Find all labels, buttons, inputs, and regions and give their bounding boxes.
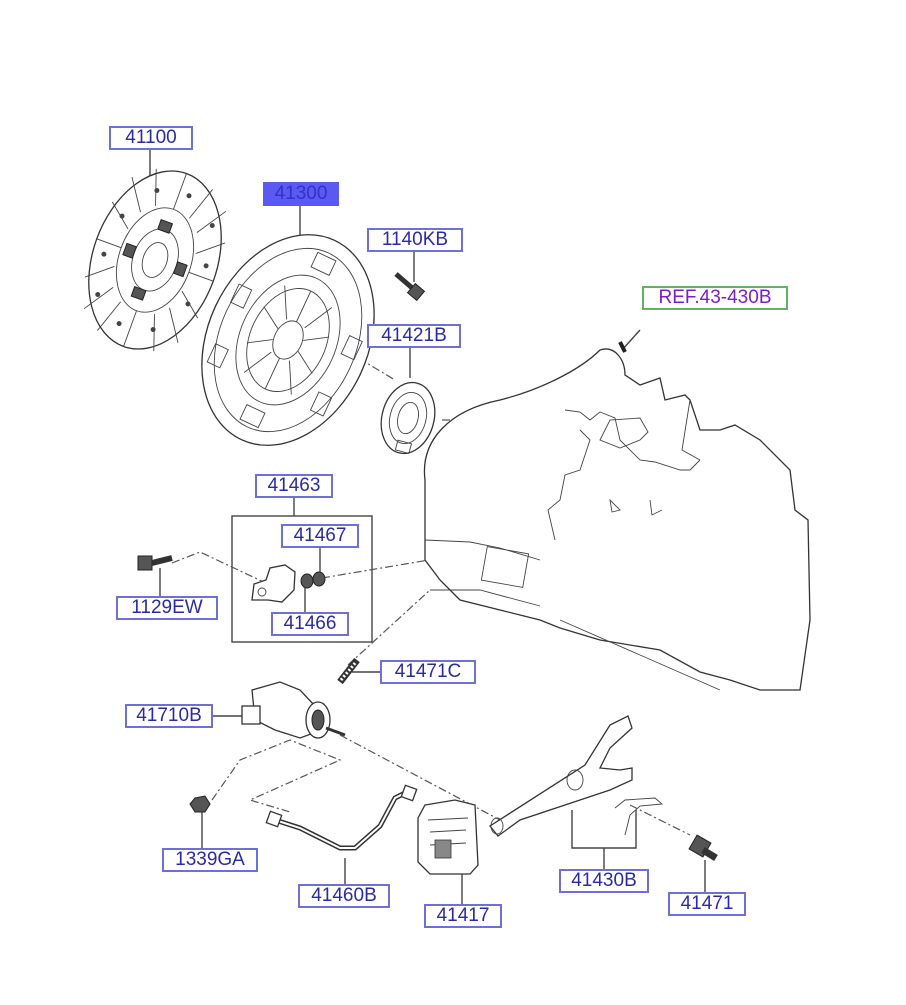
part-label-41421b[interactable]: 41421B [367, 324, 461, 348]
tube-drawing [265, 784, 418, 851]
leader-lines [149, 150, 706, 905]
nut-drawing [189, 795, 211, 813]
bolt-1129ew-drawing [137, 555, 173, 571]
part-label-41460b[interactable]: 41460B [298, 884, 390, 908]
pivot-ball-drawing [688, 834, 718, 861]
part-label-41100[interactable]: 41100 [109, 126, 193, 150]
part-label-41471c[interactable]: 41471C [380, 660, 476, 684]
reference-label[interactable]: REF.43-430B [642, 286, 788, 310]
part-label-41417[interactable]: 41417 [424, 904, 502, 928]
clutch-cover-drawing [201, 234, 375, 446]
part-label-1339ga[interactable]: 1339GA [162, 848, 258, 872]
bleeder-screw-drawing [337, 657, 360, 685]
release-cylinder-drawing [241, 681, 346, 739]
part-label-41710b[interactable]: 41710B [125, 704, 213, 728]
part-label-41430b[interactable]: 41430B [559, 869, 649, 893]
part-label-41467[interactable]: 41467 [281, 524, 359, 548]
clutch-disc-drawing [83, 168, 227, 352]
bracket-drawing [251, 564, 326, 603]
boot-drawing [417, 799, 479, 875]
release-fork-drawing [489, 715, 664, 837]
part-label-1129ew[interactable]: 1129EW [116, 596, 218, 620]
transmission-drawing [423, 341, 811, 691]
part-label-41463[interactable]: 41463 [255, 474, 333, 498]
part-label-41471[interactable]: 41471 [668, 892, 746, 916]
part-label-41466[interactable]: 41466 [271, 612, 349, 636]
bolt-1140kb-drawing [394, 272, 426, 302]
part-label-41300[interactable]: 41300 [263, 182, 339, 206]
release-bearing-drawing [380, 381, 436, 455]
part-label-1140kb[interactable]: 1140KB [367, 228, 463, 252]
